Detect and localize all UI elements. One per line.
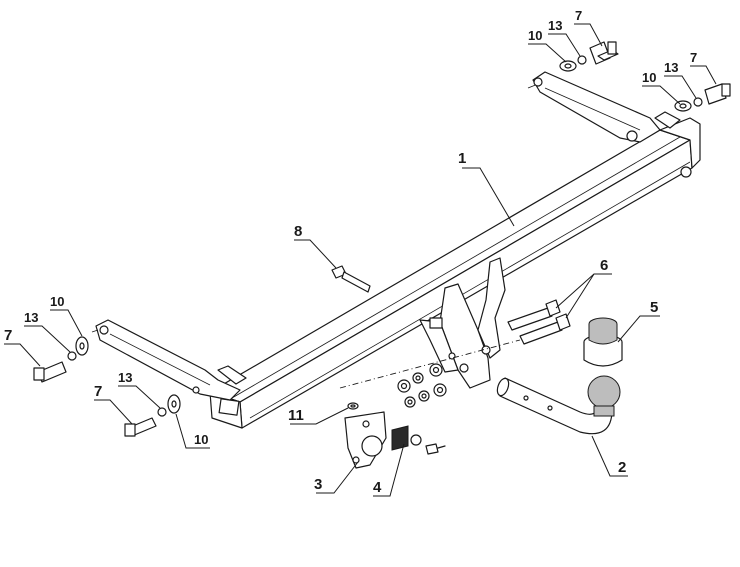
callout-13-left-a: 13 — [24, 310, 38, 325]
callout-11: 11 — [288, 407, 304, 424]
hardware-left-a — [33, 336, 89, 383]
callout-6: 6 — [600, 257, 608, 274]
nuts-washers — [397, 363, 447, 408]
bolt-8 — [331, 265, 371, 293]
assembly-axis-line — [339, 339, 521, 389]
washer-11 — [347, 402, 359, 410]
socket-plate — [344, 411, 387, 469]
callout-5: 5 — [650, 299, 658, 316]
callout-3: 3 — [314, 476, 322, 493]
callout-7-left-b: 7 — [94, 383, 102, 400]
ball-mount-plate — [419, 257, 506, 389]
callout-8: 8 — [294, 223, 302, 240]
hardware-left-b — [124, 394, 181, 437]
leader-lines — [4, 23, 717, 497]
callout-10-left-a: 10 — [50, 294, 64, 309]
callout-2: 2 — [618, 459, 626, 476]
callout-labels: 1 2 3 4 5 6 7 7 7 7 8 10 10 10 10 11 13 … — [4, 8, 697, 496]
callout-7-top-b: 7 — [690, 50, 697, 65]
callout-10-top-a: 10 — [528, 28, 542, 43]
ball-neck — [496, 377, 613, 435]
cross-beam — [209, 117, 701, 429]
callout-4: 4 — [373, 479, 382, 496]
callout-1: 1 — [458, 150, 466, 167]
callout-13-top-a: 13 — [548, 18, 562, 33]
callout-7-left-a: 7 — [4, 327, 12, 344]
left-side-bracket — [91, 319, 247, 401]
mount-bolts — [507, 299, 571, 345]
right-side-bracket — [527, 71, 681, 143]
callout-13-left-b: 13 — [118, 370, 132, 385]
hardware-top-a — [559, 41, 619, 72]
callout-10-left-b: 10 — [194, 432, 208, 447]
tow-ball — [583, 317, 623, 417]
hardware-top-b — [674, 83, 731, 112]
callout-10-top-b: 10 — [642, 70, 656, 85]
callout-13-top-b: 13 — [664, 60, 678, 75]
callout-7-top-a: 7 — [575, 8, 582, 23]
socket-bolt-spring — [391, 425, 446, 455]
